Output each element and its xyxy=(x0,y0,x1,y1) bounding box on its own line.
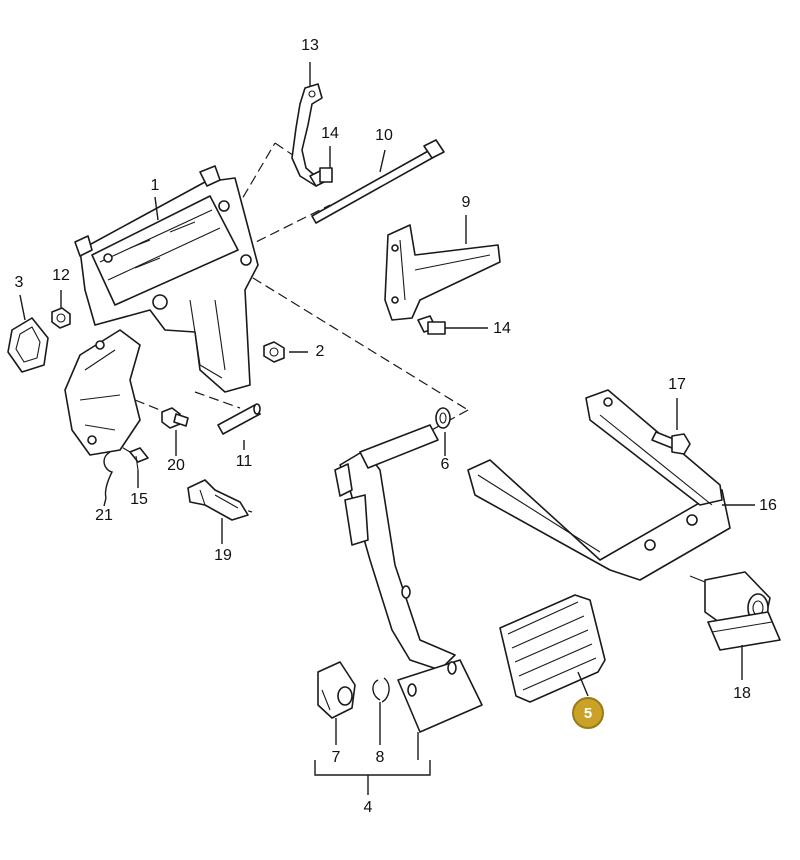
callout-5: 5 xyxy=(584,705,592,722)
part-8-clip[interactable] xyxy=(372,677,390,703)
callout-19: 19 xyxy=(214,547,232,564)
part-14-bolt-lower[interactable] xyxy=(417,315,446,335)
callout-1: 1 xyxy=(151,177,160,194)
part-19-switch[interactable] xyxy=(187,479,249,521)
part-2-nut[interactable] xyxy=(263,341,285,363)
callout-16: 16 xyxy=(759,497,777,514)
part-20-bolt[interactable] xyxy=(161,407,189,429)
part-17-bolt[interactable] xyxy=(651,431,691,455)
part-10-rod[interactable] xyxy=(311,139,445,224)
callout-8: 8 xyxy=(376,749,385,766)
part-18-sensor[interactable] xyxy=(689,571,781,651)
callout-5-highlighted[interactable]: 5 xyxy=(572,697,604,729)
callout-2: 2 xyxy=(316,343,325,360)
callout-15: 15 xyxy=(130,491,148,508)
leader-lines xyxy=(19,62,755,795)
part-15-stud[interactable] xyxy=(129,447,149,471)
callout-13: 13 xyxy=(301,37,319,54)
part-3-gasket[interactable] xyxy=(7,317,49,373)
part-5-pedal-pad[interactable] xyxy=(499,594,606,703)
callout-6: 6 xyxy=(441,456,450,473)
part-9-lever-bracket[interactable] xyxy=(384,224,501,321)
part-1-pedal-bracket[interactable] xyxy=(74,165,259,393)
callout-10: 10 xyxy=(375,127,393,144)
callout-7: 7 xyxy=(332,749,341,766)
callout-14-lower: 14 xyxy=(493,320,511,337)
part-12-nut[interactable] xyxy=(51,307,71,329)
callout-3: 3 xyxy=(15,274,24,291)
callout-4: 4 xyxy=(364,799,373,816)
callout-9: 9 xyxy=(462,194,471,211)
callout-14-upper: 14 xyxy=(321,125,339,142)
callout-12: 12 xyxy=(52,267,70,284)
part-6-bushing[interactable] xyxy=(435,407,451,429)
callout-18: 18 xyxy=(733,685,751,702)
callout-20: 20 xyxy=(167,457,185,474)
part-7-pad-bracket[interactable] xyxy=(317,661,356,719)
callout-21: 21 xyxy=(95,507,113,524)
part-21-spring-clip[interactable] xyxy=(103,451,114,499)
part-4-pedal-arm[interactable] xyxy=(334,424,483,733)
callout-11: 11 xyxy=(236,453,253,470)
part-11-pin[interactable] xyxy=(217,403,261,435)
part-13-bracket[interactable] xyxy=(291,83,323,187)
callout-labels: 1 2 3 4 6 7 8 9 10 11 12 13 14 14 15 16 … xyxy=(15,37,777,816)
part-14-bolt-upper[interactable] xyxy=(309,167,333,187)
part-side-plate[interactable] xyxy=(64,329,141,456)
part-16-pedal-frame[interactable] xyxy=(467,389,731,581)
callout-17: 17 xyxy=(668,376,686,393)
